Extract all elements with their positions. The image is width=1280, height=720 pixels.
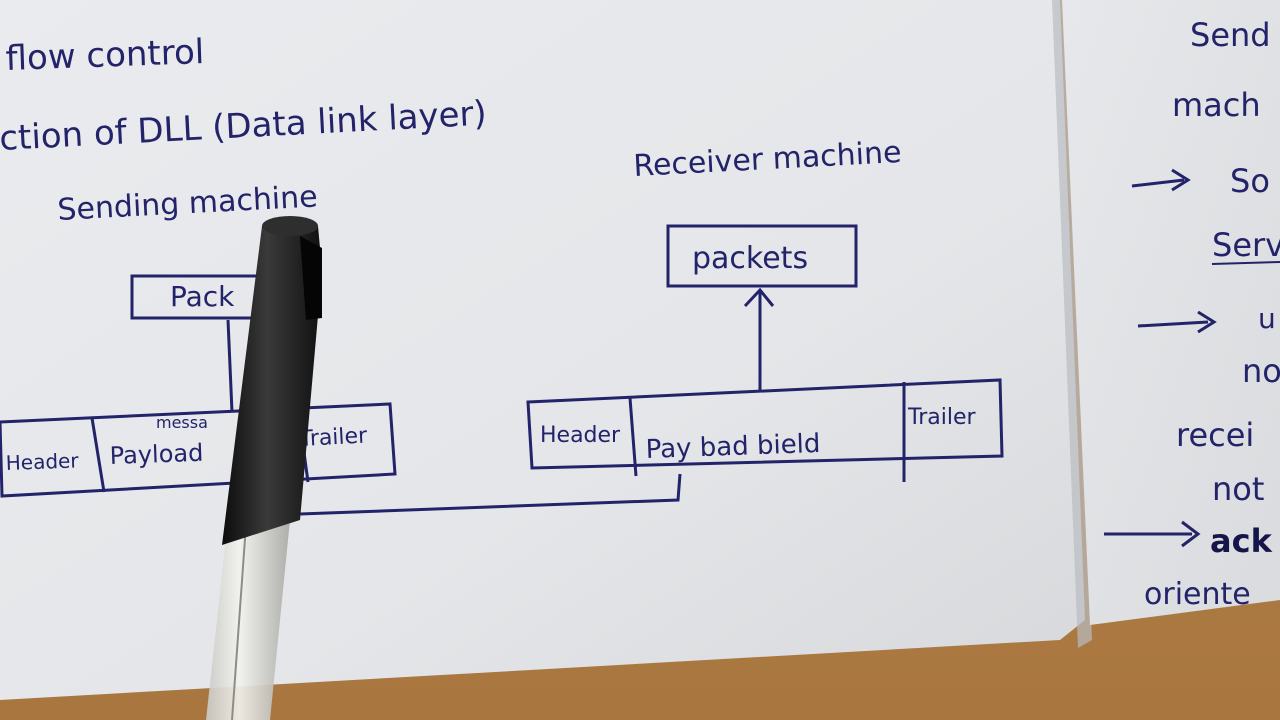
receiver-trailer-text: Trailer	[907, 405, 976, 430]
heading-flow-control: flow control	[5, 32, 205, 79]
pen-clip	[300, 236, 322, 320]
pen-cap	[222, 217, 322, 545]
receiver-packet-text: packets	[692, 241, 808, 276]
sending-packet-text: Pack	[170, 280, 235, 313]
sending-payload-text: Payload	[109, 439, 204, 470]
right-line-6: no	[1242, 352, 1280, 390]
left-page	[0, 0, 1085, 700]
pen	[206, 216, 322, 720]
pen-barrel	[206, 520, 290, 720]
sending-diagram	[0, 274, 682, 516]
right-line-7: recei	[1176, 416, 1254, 454]
page-gutter-shadow	[1052, 0, 1092, 648]
receiver-payload-text: Pay bad bield	[645, 429, 821, 465]
right-line-8: not	[1212, 470, 1264, 508]
sending-payload-note: messa	[156, 413, 208, 432]
right-page-notes: Send mach So Serv u no recei not ack ori…	[1104, 16, 1280, 612]
right-line-10: oriente	[1144, 577, 1251, 612]
right-line-1: Send	[1190, 16, 1271, 54]
right-line-3: So	[1230, 162, 1270, 200]
right-line-9: ack	[1210, 522, 1273, 560]
receiver-header-text: Header	[540, 423, 621, 448]
right-line-4: Serv	[1212, 226, 1280, 264]
receiver-packet-box	[666, 224, 858, 288]
right-line-2: mach	[1172, 86, 1261, 124]
right-page	[1062, 0, 1280, 625]
sending-trailer-text: Trailer	[298, 423, 369, 452]
receiver-diagram	[526, 224, 1004, 482]
sending-header-text: Header	[5, 448, 79, 475]
right-line-5: u	[1258, 302, 1276, 335]
